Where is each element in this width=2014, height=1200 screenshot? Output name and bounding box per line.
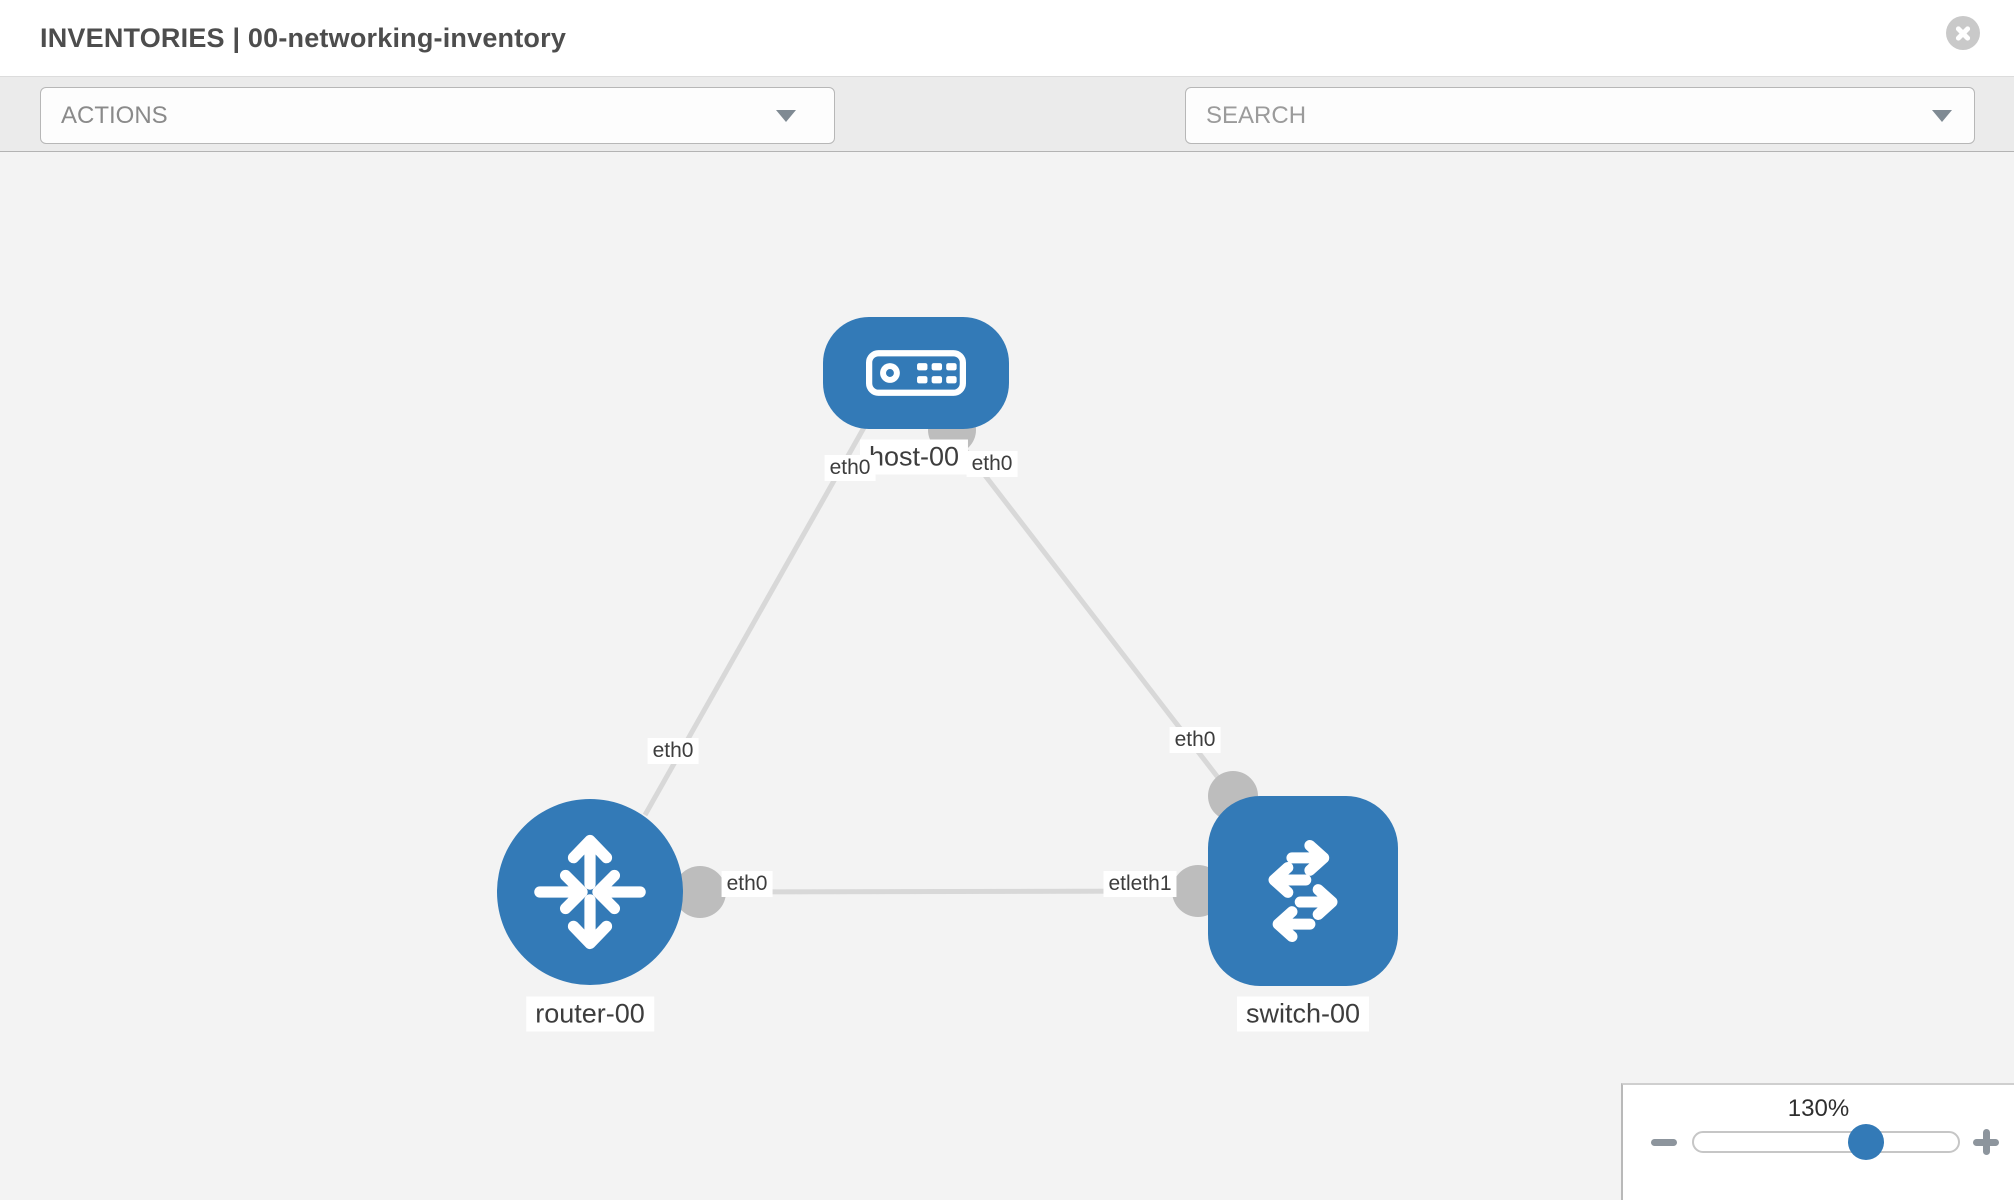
host-icon (866, 350, 966, 396)
zoom-level: 130% (1787, 1095, 1850, 1122)
zoom-out-button[interactable] (1647, 1125, 1681, 1159)
toolbar: ACTIONS (0, 76, 2014, 206)
actions-dropdown-label: ACTIONS (61, 101, 168, 129)
search-input[interactable] (1186, 101, 1932, 130)
zoom-in-button[interactable] (1969, 1125, 2003, 1159)
zoom-slider-thumb[interactable] (1848, 1124, 1884, 1160)
node-label-host: host-00 (859, 439, 969, 475)
node-switch-00[interactable] (1208, 796, 1398, 986)
close-button[interactable] (1946, 16, 1980, 50)
zoom-panel: 130% (1621, 1083, 2014, 1200)
zoom-slider[interactable] (1692, 1124, 1960, 1160)
router-icon (534, 834, 646, 950)
links-layer (642, 406, 1258, 918)
minus-icon (1651, 1138, 1677, 1146)
chevron-down-icon (1932, 109, 1952, 122)
node-router-00[interactable] (497, 799, 683, 985)
topology-canvas[interactable]: host-00 router-00 switch-00 eth0 eth0 et… (0, 152, 2014, 1200)
header: INVENTORIES | 00-networking-inventory (0, 0, 2014, 76)
iface-label: eth0 (966, 451, 1018, 477)
node-label-switch: switch-00 (1236, 996, 1370, 1032)
iface-label: etleth1 (1103, 871, 1177, 897)
iface-label: eth0 (721, 871, 773, 897)
switch-icon (1268, 839, 1338, 943)
iface-label: eth0 (1169, 727, 1221, 753)
chevron-down-icon (776, 109, 796, 122)
page-title: INVENTORIES | 00-networking-inventory (40, 22, 567, 53)
node-host-00[interactable] (823, 317, 1009, 429)
actions-dropdown[interactable]: ACTIONS (40, 87, 835, 144)
iface-label: eth0 (647, 738, 699, 764)
port-router-eth0 (674, 866, 726, 918)
node-label-router: router-00 (526, 996, 654, 1032)
plus-icon (1982, 1129, 1990, 1155)
iface-label: eth0 (824, 455, 876, 481)
search-box[interactable] (1185, 87, 1975, 144)
